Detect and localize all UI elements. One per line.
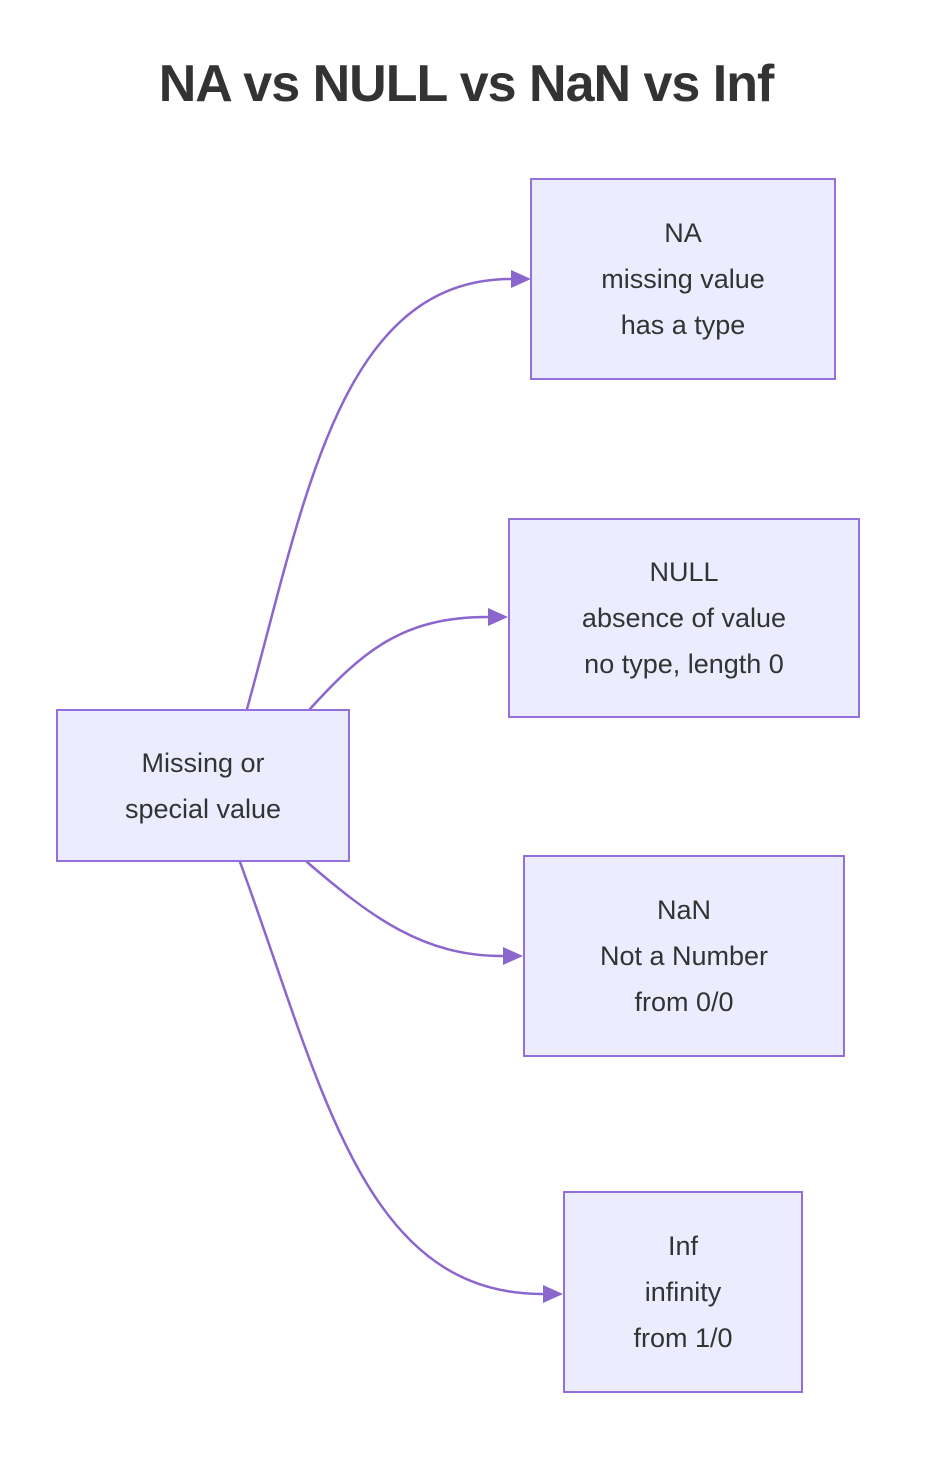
edge-root-to-null [308,615,489,711]
edge-root-to-na [245,277,513,711]
arrowhead-na-icon [511,270,531,288]
edge-root-to-inf [238,860,544,1296]
node-text-line: absence of value [581,603,787,633]
node-text-line: from 0/0 [634,987,734,1017]
node-text-line: special value [124,793,282,824]
node-text-line: no type, length 0 [584,649,784,679]
node-nan: NaN Not a Number from 0/0 [523,855,845,1057]
node-text-line: NULL [649,557,719,587]
node-text-line: Missing or [141,747,265,778]
node-text-line: missing value [601,264,765,294]
node-missing-or-special-value: Missing or special value [56,709,350,862]
node-text-line: NaN [656,895,711,925]
node-text-line: NA [664,218,702,248]
node-na: NA missing value has a type [530,178,836,380]
node-inf: Inf infinity from 1/0 [563,1191,803,1393]
node-text-line: Not a Number [599,941,769,971]
arrowhead-nan-icon [503,947,523,965]
node-text-line: has a type [620,310,746,340]
node-text-line: Inf [667,1231,699,1261]
node-text-line: from 1/0 [633,1323,733,1353]
arrowhead-null-icon [488,608,508,626]
node-text-line: infinity [644,1277,722,1307]
edge-root-to-nan [305,860,504,958]
arrowhead-inf-icon [543,1285,563,1303]
node-null: NULL absence of value no type, length 0 [508,518,860,718]
diagram-title: NA vs NULL vs NaN vs Inf [158,55,775,113]
